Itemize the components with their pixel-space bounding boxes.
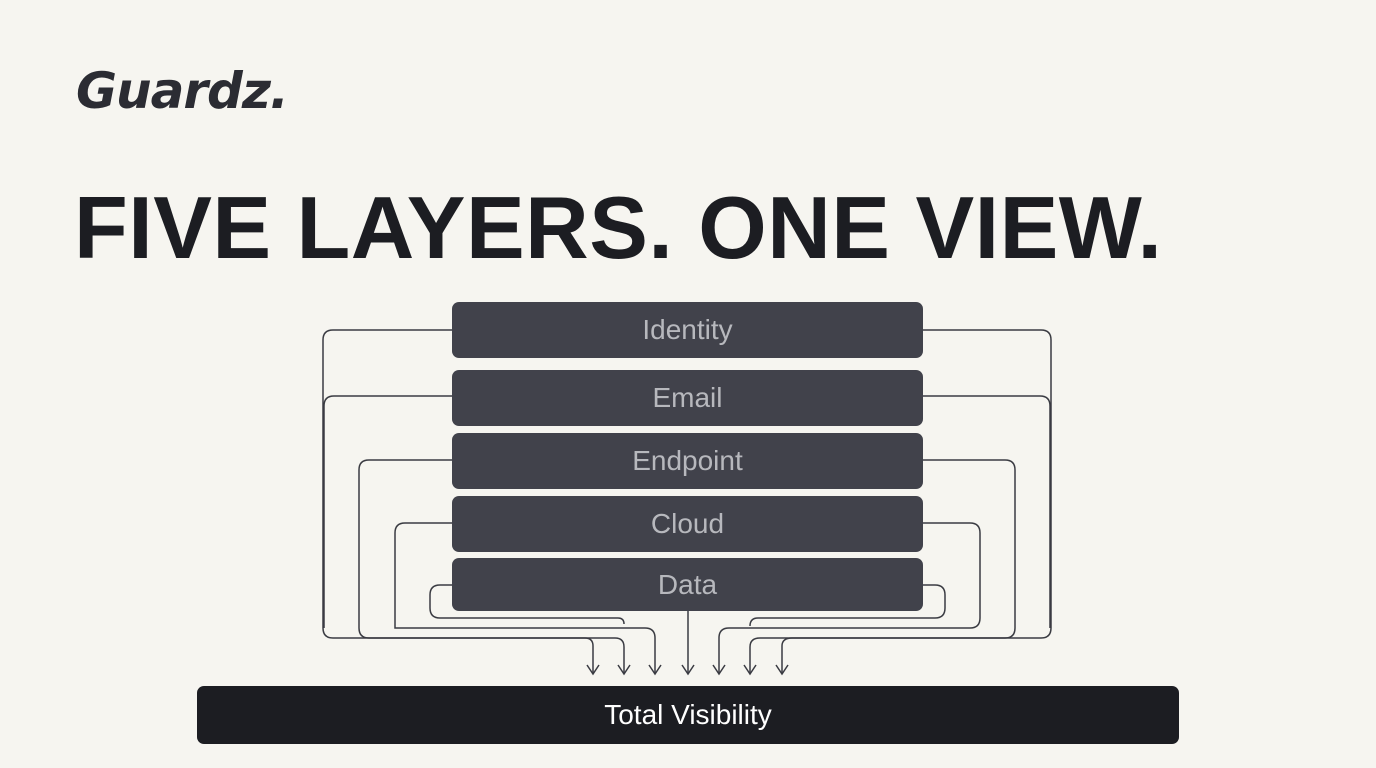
connector-data-left — [429, 584, 625, 625]
connector-email-right — [923, 395, 1051, 628]
layer-endpoint: Endpoint — [452, 433, 923, 489]
connector-endpoint-right — [743, 459, 1016, 676]
connector-identity-right — [775, 329, 1052, 676]
layer-email: Email — [452, 370, 923, 426]
connector-cloud-left — [394, 522, 662, 676]
guardz-logo: Guardz. — [76, 62, 289, 120]
connector-email-left — [323, 395, 452, 628]
connector-cloud-right — [712, 522, 981, 676]
layer-identity: Identity — [452, 302, 923, 358]
layer-cloud: Cloud — [452, 496, 923, 552]
connector-data-right — [749, 584, 946, 627]
layer-data: Data — [452, 558, 923, 611]
connector-identity-left — [322, 329, 600, 676]
total-visibility-bar: Total Visibility — [197, 686, 1179, 744]
page-title: FIVE LAYERS. ONE VIEW. — [74, 178, 1163, 277]
connector-endpoint-left — [358, 459, 631, 676]
